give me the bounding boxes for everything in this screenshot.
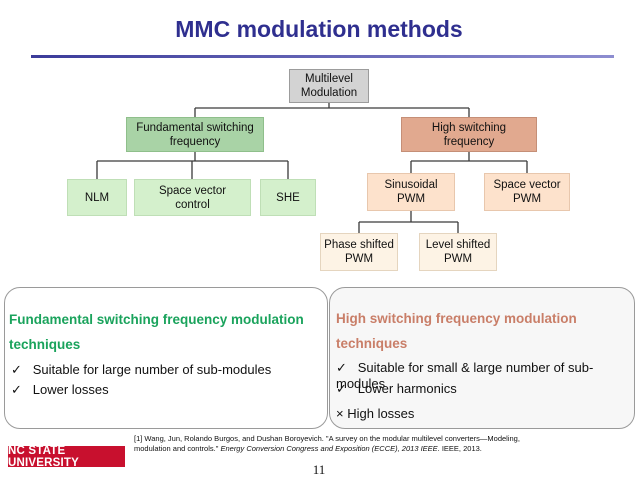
high-panel-title-line2: techniques: [336, 336, 408, 351]
sinusoidal-pwm-node: Sinusoidal PWM: [367, 173, 455, 211]
nc-state-logo: NC STATE UNIVERSITY: [8, 445, 125, 469]
check-icon: ✓: [11, 382, 22, 397]
list-item: ✓ Lower losses: [11, 382, 109, 398]
reference-text: modulation and controls.": [134, 444, 221, 453]
fundamental-panel-title-line2: techniques: [9, 337, 81, 352]
tree-connectors: [96, 103, 528, 233]
bullet-text: High losses: [347, 406, 415, 421]
list-item: × High losses: [336, 406, 414, 421]
bullet-text: Lower losses: [32, 382, 109, 397]
reference-citation: [1] Wang, Jun, Rolando Burgos, and Dusha…: [134, 434, 520, 454]
connector-fundamental: [96, 152, 289, 179]
connector-high: [410, 152, 528, 173]
reference-text-end: . IEEE, 2013.: [437, 444, 482, 453]
list-item: ✓ Suitable for large number of sub-modul…: [11, 362, 271, 378]
phase-shifted-pwm-node: Phase shifted PWM: [320, 233, 398, 271]
check-icon: ✓: [336, 360, 347, 375]
connector-sinusoidal: [358, 211, 459, 233]
page-number: 11: [312, 462, 326, 477]
she-node: SHE: [260, 179, 316, 216]
high-panel-title-line1: High switching frequency modulation: [336, 311, 577, 326]
fundamental-techniques-panel: Fundamental switching frequency modulati…: [4, 287, 328, 429]
multilevel-modulation-node: Multilevel Modulation: [289, 69, 369, 103]
nlm-node: NLM: [67, 179, 127, 216]
level-shifted-pwm-node: Level shifted PWM: [419, 233, 497, 271]
check-icon: ✓: [11, 362, 22, 377]
reference-line-2: modulation and controls." Energy Convers…: [134, 444, 520, 454]
connector-root: [194, 103, 470, 117]
high-frequency-techniques-panel: High switching frequency modulation tech…: [329, 287, 635, 429]
fundamental-switching-node: Fundamental switching frequency: [126, 117, 264, 152]
fundamental-panel-title-line1: Fundamental switching frequency modulati…: [9, 312, 304, 327]
bullet-text: Suitable for small & large number of sub…: [336, 360, 594, 391]
bullet-text: Suitable for large number of sub-modules: [32, 362, 272, 377]
check-icon: ✓: [336, 381, 347, 396]
title-underline: [31, 55, 614, 58]
bullet-text: Lower harmonics: [357, 381, 457, 396]
cross-icon: ×: [336, 406, 344, 421]
list-item: ✓ Suitable for small & large number of s…: [336, 360, 634, 391]
list-item: ✓ Lower harmonics: [336, 381, 457, 397]
space-vector-control-node: Space vector control: [134, 179, 251, 216]
high-switching-node: High switching frequency: [401, 117, 537, 152]
reference-venue: Energy Conversion Congress and Expositio…: [220, 444, 438, 453]
slide-title: MMC modulation methods: [175, 16, 463, 42]
reference-line-1: [1] Wang, Jun, Rolando Burgos, and Dusha…: [134, 434, 520, 443]
space-vector-pwm-node: Space vector PWM: [484, 173, 570, 211]
